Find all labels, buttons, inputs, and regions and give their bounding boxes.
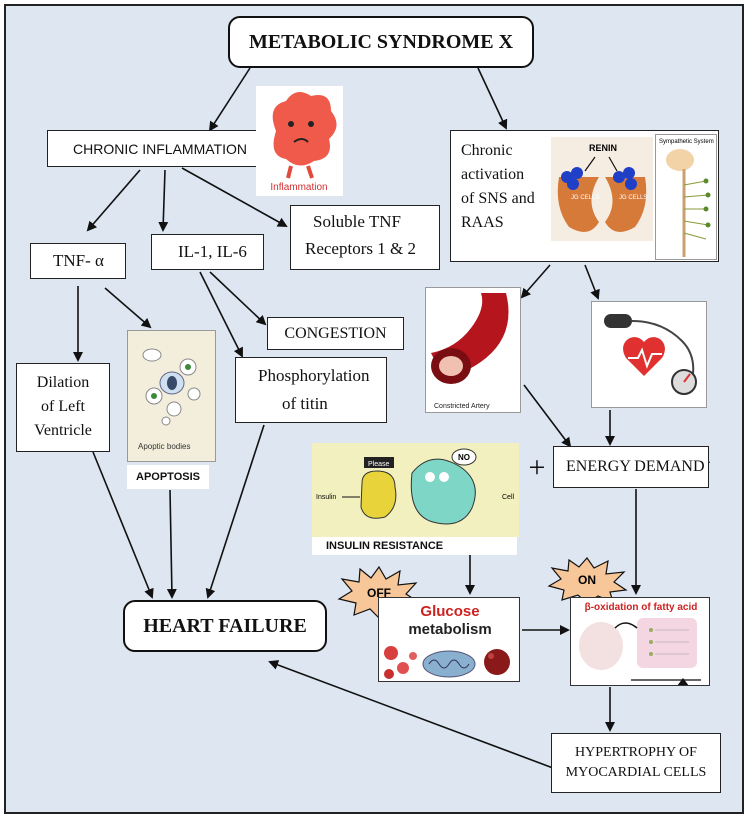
sympathetic-system-image: Sympathetic System [655, 134, 717, 260]
on-starburst: ON [547, 557, 628, 604]
arrow-inflam-to-soluble [181, 167, 288, 227]
arrow-msx-to-sns [477, 67, 508, 130]
glucose-metabolism-image: Glucose metabolism [378, 597, 520, 682]
inflammation-image: Inflammation [256, 86, 343, 196]
heart-failure-box: HEART FAILURE [123, 600, 327, 652]
apoptosis-image: Apoptic bodies [127, 330, 216, 462]
apoptic-bodies-label: Apoptic bodies [138, 442, 190, 451]
arrow-tnf-to-apoptosis [104, 287, 152, 329]
arrow-phospho-to-hf [205, 424, 265, 599]
il-box: IL-1, IL-6 [151, 234, 264, 270]
soluble-tnf-box: Soluble TNF Receptors 1 & 2 [290, 205, 440, 270]
insulin-resistance-image: Insulin Please NO Cell [312, 443, 519, 537]
sns-raas-box: Chronic activation of SNS and RAAS RENIN… [450, 130, 719, 262]
on-label: ON [578, 573, 596, 587]
inflammation-caption: Inflammation [270, 182, 327, 193]
off-label: OFF [367, 586, 391, 600]
arrow-dilation-to-hf [92, 451, 154, 599]
jg-cells-right: JG CELLS [619, 195, 647, 201]
no-label: NO [458, 453, 470, 462]
congestion-box: CONGESTION [267, 317, 404, 350]
hypertrophy-box: HYPERTROPHY OF MYOCARDIAL CELLS [551, 733, 721, 793]
blood-pressure-image [591, 301, 707, 408]
phosphorylation-box: Phosphorylation of titin [235, 357, 387, 423]
beta-oxidation-label: β-oxidation of fatty acid [585, 602, 698, 613]
arrow-artery-to-energy [523, 384, 572, 448]
chronic-inflammation-box: CHRONIC INFLAMMATION [47, 130, 273, 167]
please-label: Please [368, 461, 390, 468]
cell-label: Cell [502, 494, 515, 501]
insulin-label: Insulin [316, 494, 336, 501]
sns-text: Chronic activation of SNS and RAAS [461, 142, 535, 231]
sympathetic-system-label: Sympathetic System [659, 139, 714, 145]
arrow-sns-to-bp [584, 264, 600, 300]
beta-oxidation-image: β-oxidation of fatty acid [570, 597, 710, 686]
arrow-il-to-phospho [199, 271, 243, 358]
dilation-box: Dilation of Left Ventricle [16, 363, 110, 452]
metabolism-label: metabolism [408, 621, 491, 638]
renin-label: RENIN [589, 143, 617, 153]
apoptosis-label: APOPTOSIS [127, 465, 209, 489]
arrow-inflam-to-il [158, 169, 169, 232]
metabolic-syndrome-title: METABOLIC SYNDROME X [228, 16, 534, 68]
glucose-label: Glucose [420, 603, 479, 620]
constricted-artery-label: Constricted Artery [434, 403, 490, 410]
arrow-apoptosis-to-hf [166, 489, 177, 599]
plus-sign: + [528, 451, 546, 484]
arrow-inflam-to-tnf [86, 169, 141, 232]
arrow-il-to-congestion [209, 271, 267, 326]
arrow-msx-to-inflammation [208, 67, 251, 132]
constricted-artery-image: Constricted Artery [425, 287, 521, 413]
tnf-alpha-box: TNF- α [30, 243, 126, 279]
jg-cells-left: JG CELLS [571, 195, 599, 201]
energy-demand-box: ENERGY DEMAND [553, 446, 709, 488]
insulin-resistance-label: INSULIN RESISTANCE [312, 537, 517, 555]
arrow-hypertrophy-to-hf [268, 660, 554, 769]
kidney-image: RENIN JG CELLS JG CELLS [551, 137, 653, 241]
arrow-sns-to-artery [520, 264, 551, 299]
